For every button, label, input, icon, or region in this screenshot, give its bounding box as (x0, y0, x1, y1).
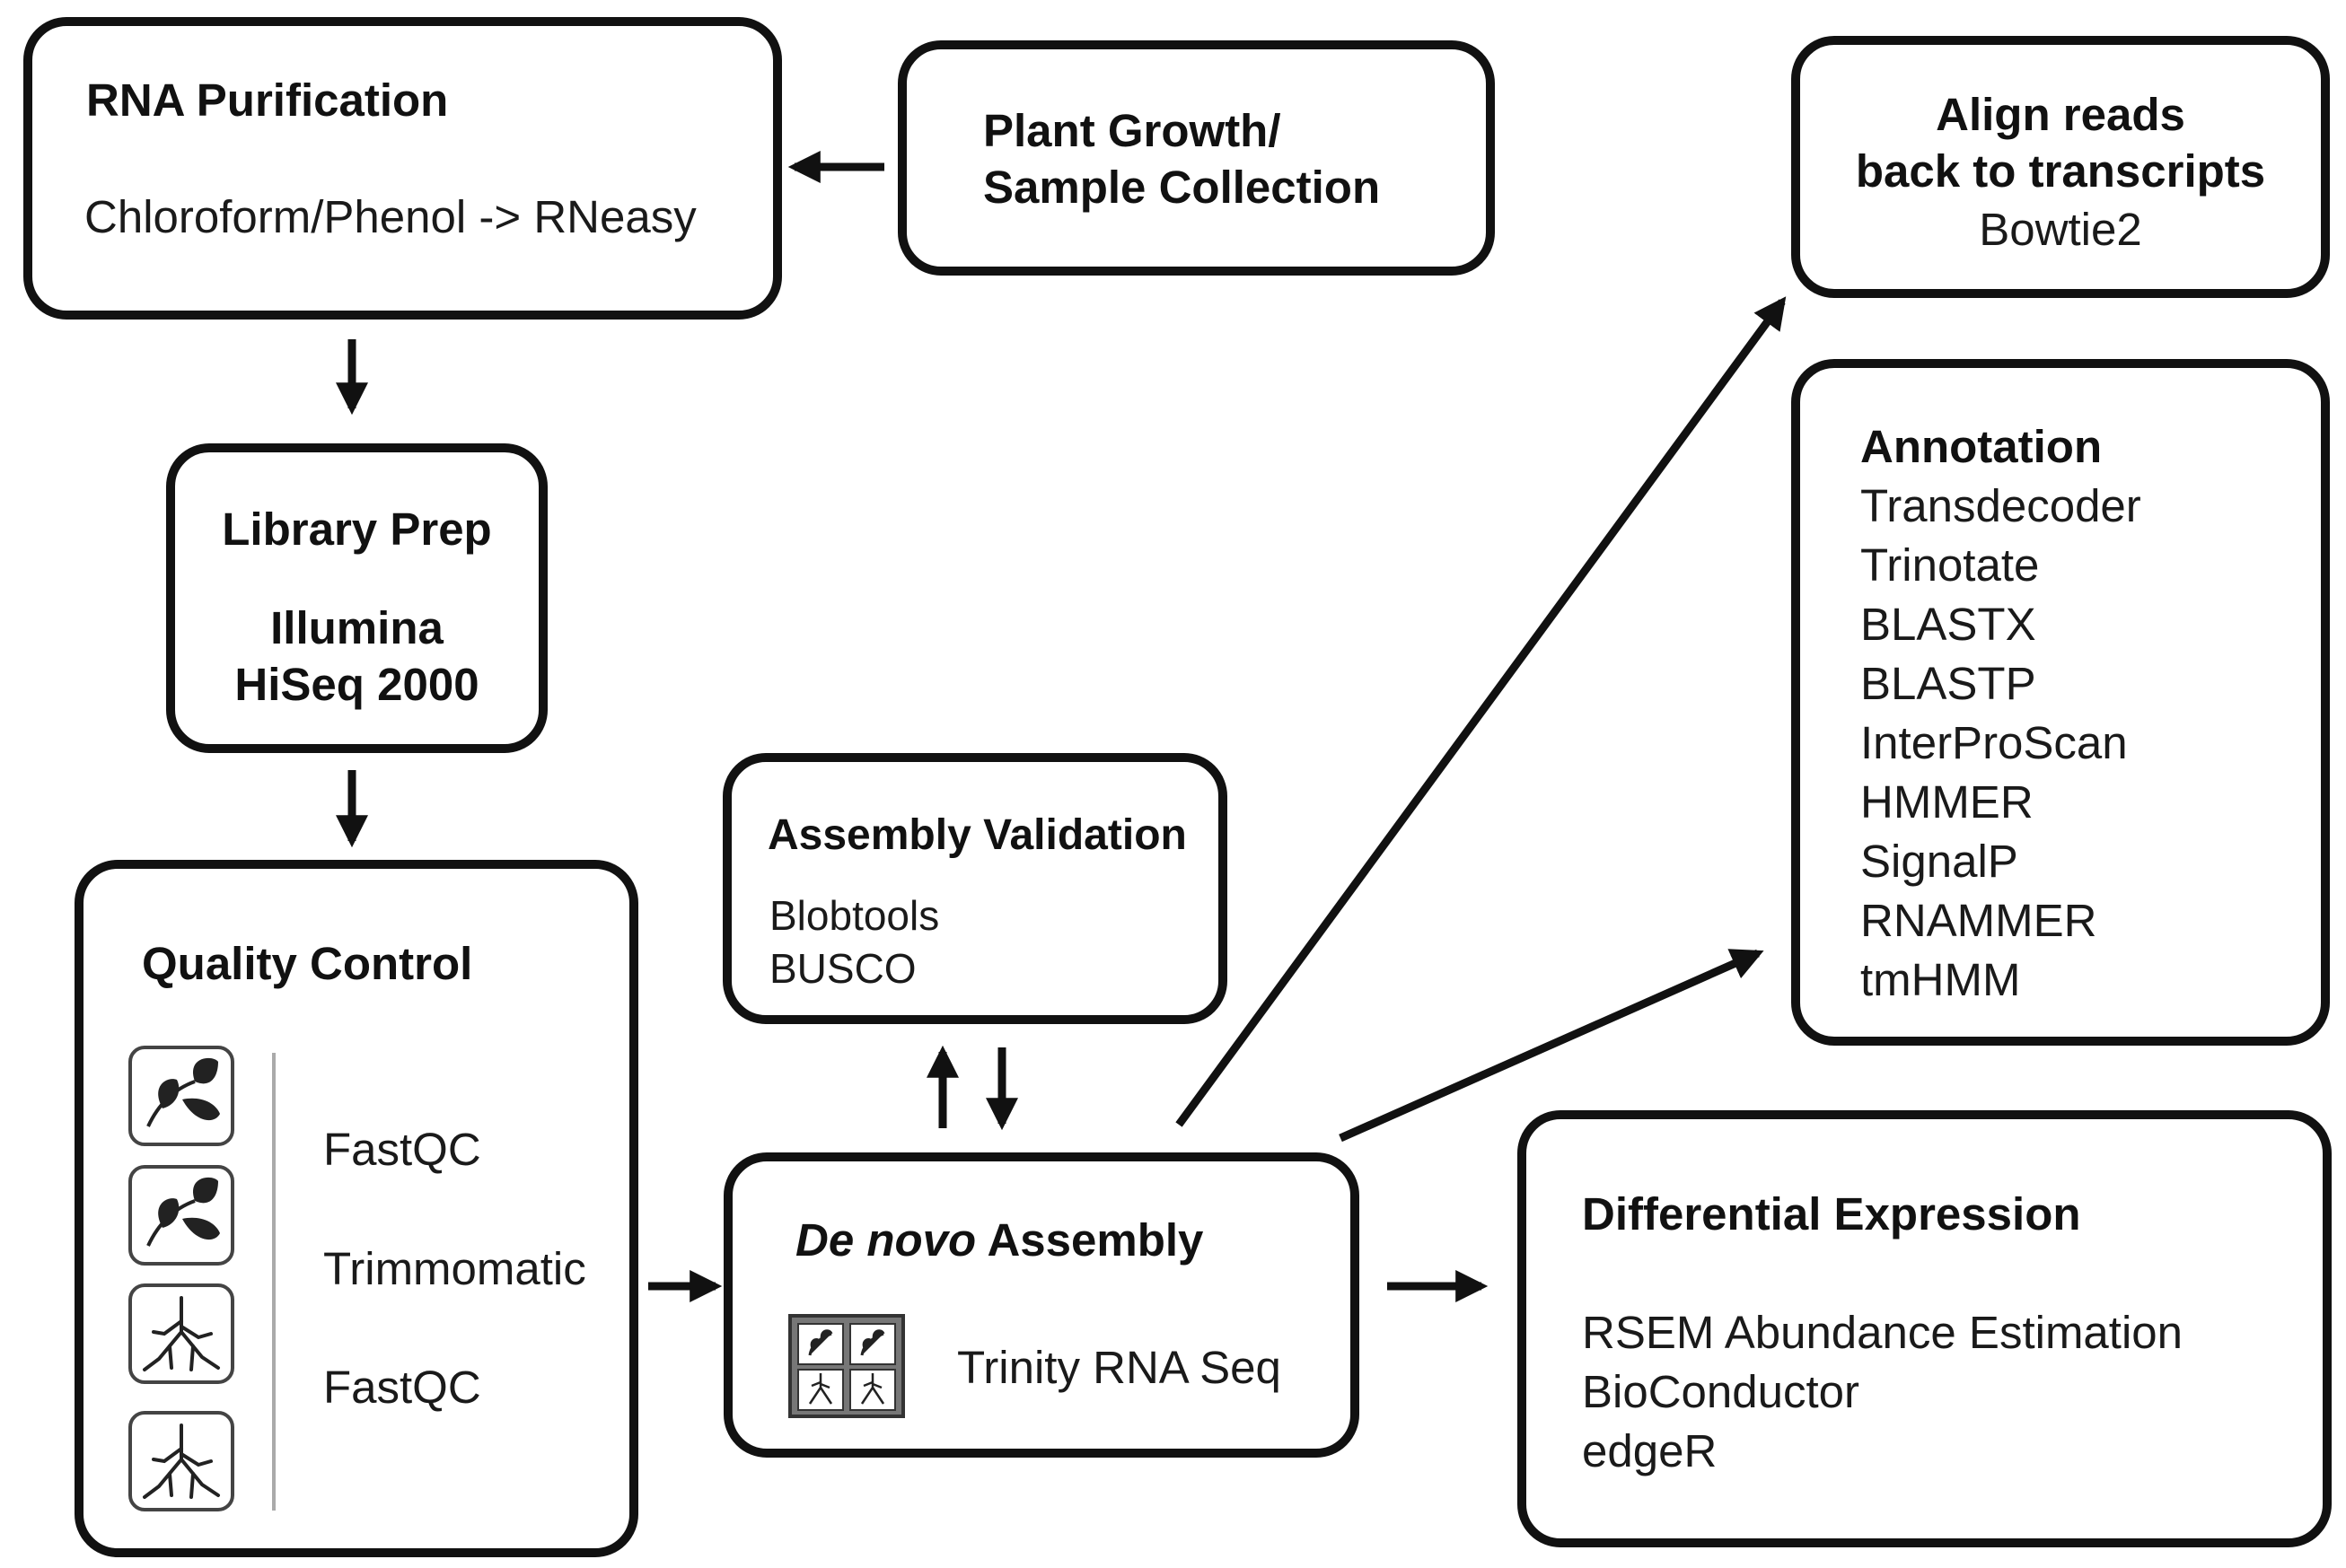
root-icon (128, 1283, 234, 1384)
quality-control-title: Quality Control (142, 938, 473, 989)
annotation-tool: HMMER (1860, 776, 2034, 828)
differential-expression-tool: BioConductor (1582, 1366, 1860, 1417)
assembly-validation-title: Assembly Validation (768, 811, 1187, 859)
quality-control-box: Quality Control (75, 860, 638, 1557)
arrow-denovo-to-annotation (1339, 949, 1764, 1143)
library-prep-title: Library Prep (222, 504, 492, 555)
annotation-tool: Transdecoder (1860, 480, 2141, 531)
rna-purification-title: RNA Purification (86, 74, 449, 126)
plant-growth-line1: Plant Growth/ (983, 105, 1281, 156)
plant-growth-line2: Sample Collection (983, 162, 1381, 213)
annotation-tool: tmHMM (1860, 954, 2021, 1005)
de-novo-title-rest: Assembly (976, 1214, 1204, 1266)
assembly-validation-tool: Blobtools (769, 892, 940, 939)
plant-growth-box: Plant Growth/ Sample Collection (898, 40, 1495, 276)
annotation-tool: Trinotate (1860, 539, 2040, 591)
differential-expression-box: Differential Expression RSEM Abundance E… (1517, 1110, 2332, 1547)
rna-purification-body: Chloroform/Phenol -> RNeasy (84, 191, 697, 242)
quality-control-divider (272, 1053, 276, 1511)
align-reads-line1: Align reads (1936, 89, 2185, 140)
annotation-tool: BLASTP (1860, 658, 2036, 709)
differential-expression-tool: edgeR (1582, 1425, 1718, 1476)
align-reads-box: Align reads back to transcripts Bowtie2 (1791, 36, 2330, 298)
library-prep-box: Library Prep Illumina HiSeq 2000 (166, 443, 548, 753)
align-reads-line2: back to transcripts (1855, 145, 2266, 197)
annotation-tool: InterProScan (1860, 717, 2128, 768)
annotation-title: Annotation (1860, 421, 2103, 472)
de-novo-assembly-title: De novo Assembly (795, 1217, 1203, 1263)
align-reads-tool: Bowtie2 (1979, 204, 2142, 255)
annotation-tool: RNAMMER (1860, 895, 2097, 946)
library-prep-line2: HiSeq 2000 (234, 659, 479, 710)
annotation-box: Annotation Transdecoder Trinotate BLASTX… (1791, 359, 2330, 1046)
assembly-validation-tool: BUSCO (769, 945, 917, 992)
quality-control-tool: Trimmomatic (323, 1243, 586, 1294)
de-novo-title-italic: De novo (795, 1214, 977, 1266)
annotation-tool: BLASTX (1860, 599, 2036, 650)
leaf-icon (128, 1046, 234, 1146)
differential-expression-title: Differential Expression (1582, 1188, 2081, 1240)
de-novo-tool: Trinity RNA Seq (957, 1342, 1281, 1393)
de-novo-assembly-box: De novo Assembly Trinity RNA Seq (724, 1152, 1359, 1458)
assembly-validation-box: Assembly Validation Blobtools BUSCO (723, 753, 1227, 1024)
leaf-icon (128, 1165, 234, 1266)
differential-expression-tool: RSEM Abundance Estimation (1582, 1307, 2183, 1358)
quality-control-tool: FastQC (323, 1124, 481, 1175)
root-icon (128, 1411, 234, 1511)
rna-purification-box: RNA Purification Chloroform/Phenol -> RN… (23, 17, 782, 320)
sample-grid-icon (788, 1314, 905, 1418)
quality-control-tool: FastQC (323, 1362, 481, 1413)
library-prep-line1: Illumina (270, 602, 444, 653)
arrow-denovo-to-align (1175, 296, 1787, 1127)
annotation-tool: SignalP (1860, 836, 2018, 887)
